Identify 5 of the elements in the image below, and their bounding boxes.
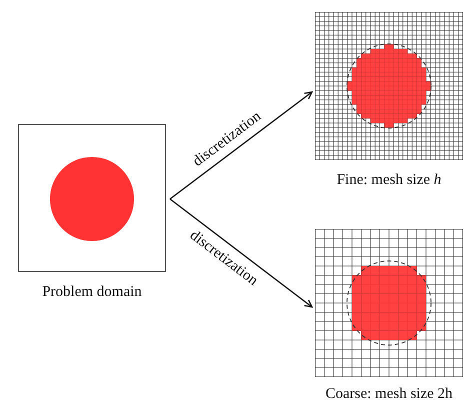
arrow <box>170 198 313 308</box>
node-label: Coarse: mesh size 2h <box>325 386 453 403</box>
node-label: Fine: mesh size h <box>336 172 442 189</box>
arrow <box>170 91 313 200</box>
node-label: Problem domain <box>42 284 142 301</box>
